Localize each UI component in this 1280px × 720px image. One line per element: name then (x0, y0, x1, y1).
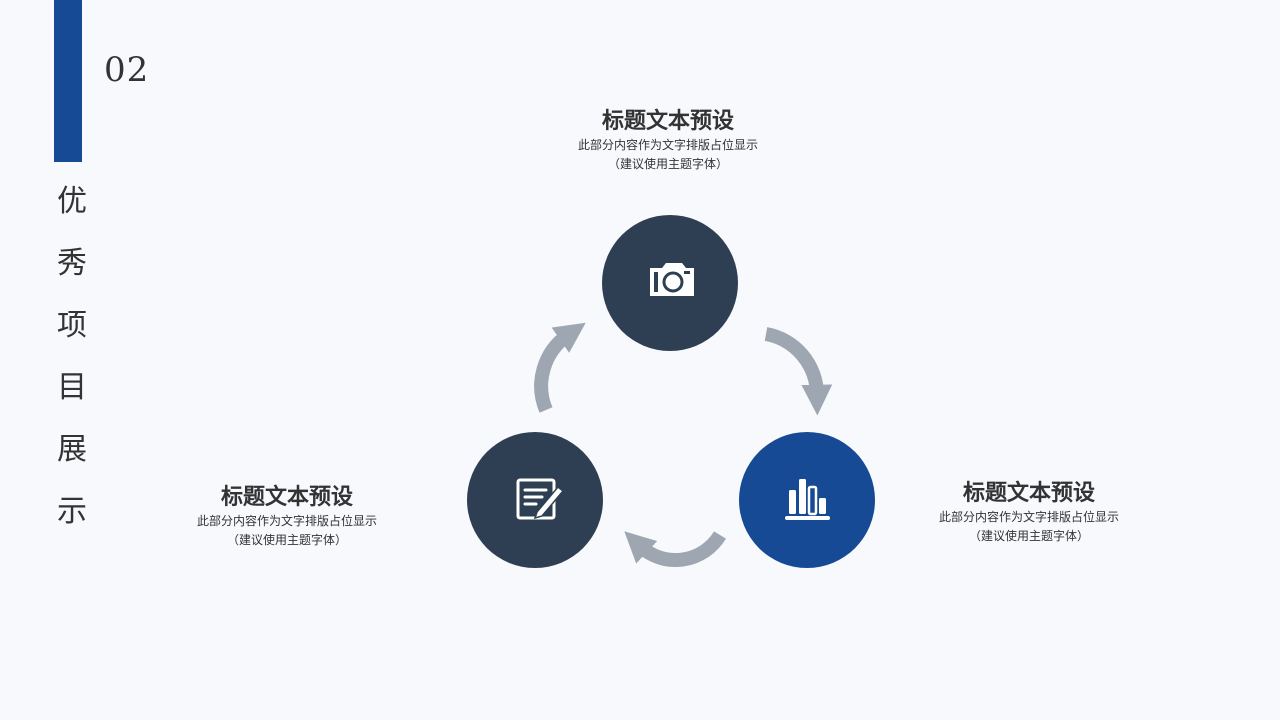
block-description: 此部分内容作为文字排版占位显示 (196, 514, 377, 528)
accent-bar (54, 0, 82, 162)
cycle-arrow-right (764, 327, 833, 416)
block-note: （建议使用主题字体） (607, 157, 728, 171)
bar-chart-icon (785, 479, 830, 520)
block-description: 此部分内容作为文字排版占位显示 (577, 138, 758, 152)
section-title-char: 目 (57, 370, 87, 405)
section-number: 02 (104, 50, 150, 90)
camera-icon (650, 263, 694, 296)
node-bar-chart (739, 432, 875, 568)
node-document (467, 432, 603, 568)
text-block-top: 标题文本预设 此部分内容作为文字排版占位显示 （建议使用主题字体） (538, 108, 798, 174)
block-title: 标题文本预设 (601, 108, 734, 134)
block-note: （建议使用主题字体） (968, 529, 1089, 543)
cycle-arrow-left (534, 322, 586, 413)
block-title: 标题文本预设 (220, 484, 353, 510)
cycle-arrow-bottom (624, 531, 726, 568)
block-note: （建议使用主题字体） (226, 533, 347, 547)
section-title-char: 项 (57, 308, 87, 343)
node-camera (602, 215, 738, 351)
document-edit-icon (516, 478, 565, 520)
node-circle (739, 432, 875, 568)
node-circle (467, 432, 603, 568)
block-title: 标题文本预设 (962, 480, 1095, 506)
text-block-left: 标题文本预设 此部分内容作为文字排版占位显示 （建议使用主题字体） (157, 484, 417, 550)
section-title-char: 优 (57, 184, 87, 219)
section-title: 优 秀 项 目 展 示 (52, 184, 92, 556)
text-block-right: 标题文本预设 此部分内容作为文字排版占位显示 （建议使用主题字体） (899, 480, 1159, 546)
section-title-char: 秀 (57, 246, 87, 281)
section-title-char: 展 (57, 432, 87, 467)
block-description: 此部分内容作为文字排版占位显示 (938, 510, 1119, 524)
section-title-char: 示 (57, 494, 87, 529)
